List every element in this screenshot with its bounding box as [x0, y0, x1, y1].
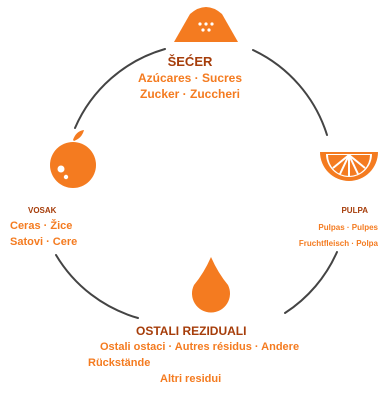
pulp-title: PULPA — [341, 206, 368, 215]
pulp-line-2: Fruchtfleisch · Polpa — [298, 239, 378, 248]
orange-fruit-icon — [50, 130, 96, 188]
residues-title: OSTALI REZIDUALI — [136, 324, 247, 338]
residues-line-2: Rückstände — [88, 357, 151, 369]
orange-slice-icon — [320, 152, 378, 181]
sugar-line-1: Azúcares · Sucres — [137, 71, 243, 85]
wax-line-2: Satovi · Cere — [10, 236, 78, 248]
wax-label-group: VOSAK Ceras · Žice Satovi · Cere — [10, 206, 110, 250]
wax-line-1: Ceras · Žice — [10, 220, 73, 232]
sugar-line-2: Zucker · Zuccheri — [139, 87, 241, 101]
sugar-pile-icon — [174, 7, 238, 42]
wax-title: VOSAK — [28, 206, 57, 215]
arc-top-left — [74, 48, 166, 129]
residues-line-1: Ostali ostaci · Autres résidus · Andere — [100, 341, 300, 353]
residues-line-3: Altri residui — [160, 373, 222, 385]
arc-bottom-right — [284, 251, 338, 314]
sugar-title: ŠEĆER — [167, 54, 213, 69]
sugar-label-group: ŠEĆER Azúcares · Sucres Zucker · Zuccher… — [110, 54, 270, 102]
residues-label-group: OSTALI REZIDUALI Ostali ostaci · Autres … — [60, 324, 360, 387]
drop-icon — [192, 257, 230, 313]
arc-bottom-left — [55, 254, 139, 319]
pulp-line-1: Pulpas · Pulpes — [318, 223, 378, 232]
pulp-label-group: PULPA Pulpas · Pulpes Fruchtfleisch · Po… — [260, 206, 378, 252]
arc-top-right — [252, 49, 328, 136]
